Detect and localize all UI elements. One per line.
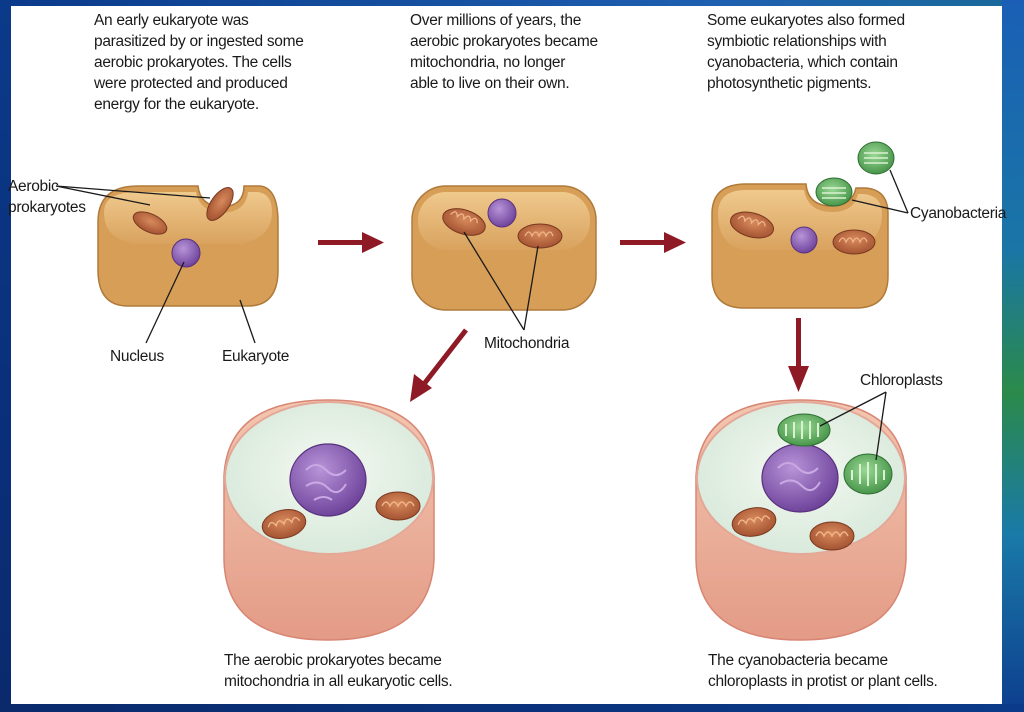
caption-result-mitochondria: The aerobic prokaryotes became mitochond… — [224, 652, 453, 690]
mitochondrion-cristae — [524, 231, 554, 238]
mitochondrion — [832, 229, 876, 255]
arrow-down — [788, 318, 809, 392]
chloroplast-thylakoids — [785, 421, 819, 439]
nucleus — [171, 238, 201, 268]
label-aerobic-prokaryotes: Aerobic prokaryotes — [8, 178, 86, 216]
mitochondrion-cristae — [815, 531, 849, 538]
cyanobacterium-thylakoids — [822, 187, 846, 199]
caption-step-1: An early eukaryote was parasitized by or… — [94, 12, 304, 113]
caption-step-3: Some eukaryotes also formed symbiotic re… — [707, 12, 905, 92]
chloroplast — [777, 413, 831, 447]
mitochondrion — [730, 211, 774, 239]
caption-step-2: Over millions of years, the aerobic prok… — [410, 12, 598, 92]
mitochondrion-cristae — [450, 211, 478, 224]
label-mitochondria: Mitochondria — [484, 335, 570, 352]
arrow-right-2 — [620, 232, 686, 253]
label-cyanobacteria: Cyanobacteria — [910, 205, 1007, 222]
cyanobacterium — [815, 177, 853, 207]
nucleus-texture — [305, 464, 347, 501]
chloroplast-thylakoids — [851, 462, 885, 486]
slide-frame-left — [0, 0, 11, 712]
cyanobacterium-thylakoids — [864, 152, 888, 164]
slide-frame-top — [0, 0, 1024, 6]
caption-result-chloroplasts: The cyanobacteria became chloroplasts in… — [708, 652, 938, 690]
mitochondrion-cristae — [267, 516, 301, 528]
aerobic-prokaryote — [206, 187, 234, 221]
nucleus-texture — [777, 462, 821, 492]
arrow-down-left — [410, 328, 468, 402]
label-eukaryote: Eukaryote — [222, 348, 290, 365]
arrow-right-1 — [318, 232, 384, 253]
label-chloroplasts: Chloroplasts — [860, 372, 943, 389]
mitochondrion-cristae — [737, 215, 766, 227]
pointer-lines-mitochondria — [463, 231, 539, 331]
nucleus — [487, 198, 517, 228]
pointer-lines-chloroplasts — [819, 391, 887, 461]
nucleus — [289, 443, 367, 517]
mitochondrion — [442, 208, 486, 236]
mitochondrion-cristae — [737, 515, 771, 525]
pointer-lines-cell-1 — [55, 185, 256, 344]
mitochondrion — [517, 223, 563, 249]
mitochondrion-cristae — [838, 237, 868, 244]
label-nucleus: Nucleus — [110, 348, 164, 365]
nucleus — [790, 226, 818, 254]
aerobic-prokaryote — [132, 211, 168, 235]
slide-frame-bottom — [0, 704, 1024, 712]
arrows — [318, 232, 809, 402]
mitochondrion-cristae — [381, 501, 415, 508]
pointer-lines-cyanobacteria — [851, 169, 909, 214]
nucleus — [761, 443, 839, 513]
slide-frame-right — [1002, 0, 1024, 712]
